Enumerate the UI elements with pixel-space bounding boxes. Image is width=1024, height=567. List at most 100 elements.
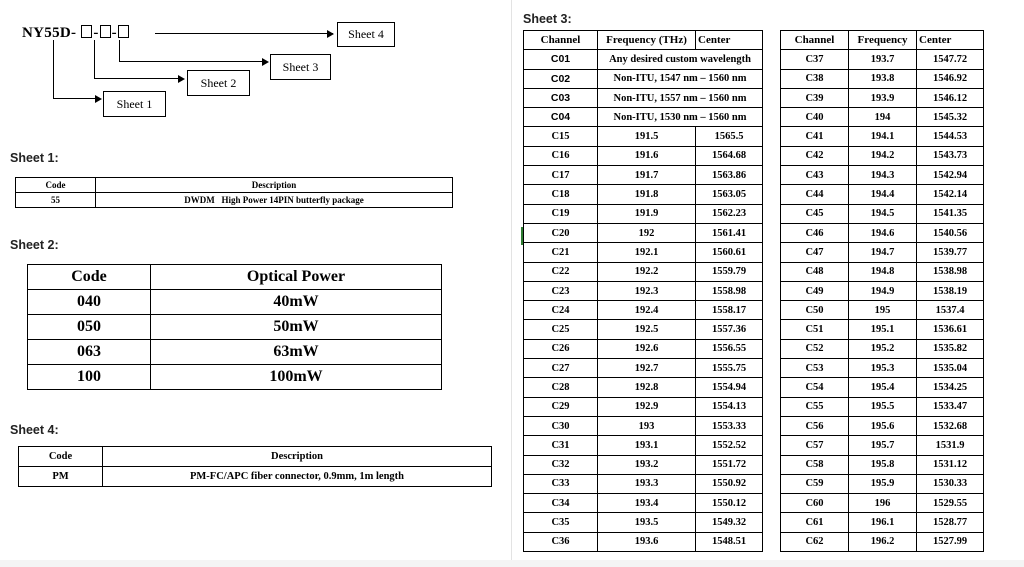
- table-cell: 192.7: [597, 358, 696, 379]
- table-cell: 1539.77: [916, 242, 984, 263]
- table-cell: 1554.94: [695, 377, 763, 398]
- table-cell: 193.1: [597, 435, 696, 456]
- column-header: Code: [27, 264, 151, 290]
- table-cell: [762, 184, 781, 205]
- table-cell: 195.6: [848, 415, 917, 437]
- table-cell: [762, 242, 781, 263]
- table-cell: 194.9: [848, 280, 917, 302]
- table-cell: C47: [780, 242, 849, 263]
- table-cell: Non-ITU, 1557 nm – 1560 nm: [597, 87, 763, 109]
- table-cell: C49: [780, 280, 849, 302]
- table-cell: C44: [780, 184, 849, 205]
- table-cell: 040: [27, 289, 151, 315]
- column-header: Frequency: [848, 29, 917, 51]
- arrow-head: [178, 75, 185, 83]
- table-cell: [762, 165, 781, 185]
- table-cell: C03: [523, 87, 598, 109]
- table-cell: C58: [780, 454, 849, 475]
- table-cell: 1541.35: [916, 203, 984, 224]
- sheet4-heading: Sheet 4:: [10, 423, 59, 437]
- table-cell: C15: [523, 126, 598, 147]
- table-cell: C30: [523, 415, 598, 437]
- table-cell: C48: [780, 261, 849, 282]
- table-cell: 1557.36: [695, 319, 763, 340]
- table-cell: 196.1: [848, 512, 917, 533]
- table-cell: C50: [780, 300, 849, 321]
- table-cell: DWDM High Power 14PIN butterfly package: [95, 192, 453, 208]
- table-cell: 192.8: [597, 377, 696, 398]
- sheet1-label-box: Sheet 1: [103, 91, 166, 117]
- table-cell: 1546.92: [916, 68, 984, 89]
- table-cell: 1561.41: [695, 222, 763, 244]
- table-cell: 1537.4: [916, 300, 984, 321]
- column-header: Optical Power: [150, 264, 442, 290]
- table-cell: C16: [523, 145, 598, 167]
- table-cell: C37: [780, 49, 849, 70]
- table-cell: 195: [848, 300, 917, 321]
- connector-line: [94, 40, 95, 78]
- table-cell: 1550.92: [695, 473, 763, 495]
- table-cell: 1532.68: [916, 415, 984, 437]
- table-cell: C46: [780, 222, 849, 244]
- table-cell: C33: [523, 473, 598, 495]
- table-cell: [762, 204, 781, 224]
- column-header: Code: [15, 177, 96, 193]
- table-header-row: Code Description: [18, 446, 492, 467]
- table-cell: C55: [780, 396, 849, 417]
- table-cell: 192.2: [597, 261, 696, 282]
- table-cell: [762, 88, 781, 108]
- table-cell: 050: [27, 314, 151, 340]
- table-cell: 1544.53: [916, 126, 984, 147]
- table-row: 55 DWDM High Power 14PIN butterfly packa…: [15, 192, 453, 208]
- sheet1-table: Code Description 55 DWDM High Power 14PI…: [15, 177, 453, 208]
- table-cell: C35: [523, 512, 598, 533]
- table-cell: 196: [848, 493, 917, 514]
- table-cell: 191.5: [597, 126, 696, 147]
- table-cell: 1563.05: [695, 184, 763, 205]
- column-header: Description: [95, 177, 453, 193]
- column-header: Center: [916, 29, 984, 51]
- table-cell: 194.3: [848, 165, 917, 186]
- table-cell: C36: [523, 531, 598, 553]
- table-cell: C52: [780, 338, 849, 360]
- code-box-1: [81, 25, 93, 38]
- table-cell: C27: [523, 358, 598, 379]
- table-cell: [762, 126, 781, 147]
- sheet4-label-box: Sheet 4: [337, 22, 395, 47]
- table-cell: C41: [780, 126, 849, 147]
- table-cell: 50mW: [150, 314, 442, 340]
- table-cell: 1543.73: [916, 145, 984, 167]
- table-cell: C61: [780, 512, 849, 533]
- connector-line: [119, 40, 120, 61]
- table-cell: 193.9: [848, 87, 917, 109]
- table-cell: 1563.86: [695, 165, 763, 186]
- table-cell: 195.1: [848, 319, 917, 340]
- table-cell: [762, 397, 781, 417]
- table-cell: 194: [848, 107, 917, 128]
- table-cell: 193: [597, 415, 696, 437]
- table-cell: C24: [523, 300, 598, 321]
- table-cell: 1549.32: [695, 512, 763, 533]
- table-cell: [762, 474, 781, 494]
- table-cell: 196.2: [848, 531, 917, 553]
- table-cell: 193.3: [597, 473, 696, 495]
- table-cell: 1527.99: [916, 531, 984, 553]
- arrow-head: [327, 30, 334, 38]
- table-cell: C56: [780, 415, 849, 437]
- table-cell: 63mW: [150, 339, 442, 365]
- table-cell: 191.8: [597, 184, 696, 205]
- table-cell: 1548.51: [695, 531, 763, 553]
- table-cell: [762, 532, 781, 552]
